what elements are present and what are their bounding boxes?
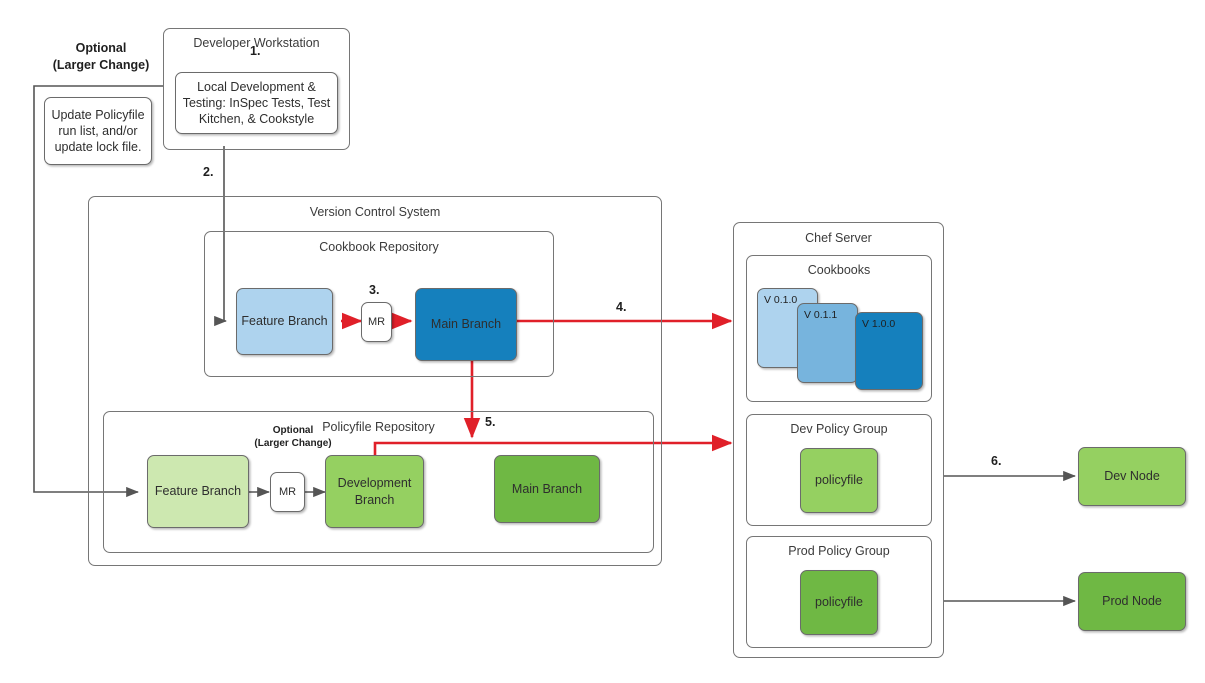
policyfile-repository-container: Policyfile Repository <box>103 411 654 553</box>
cookbook-main-branch[interactable]: Main Branch <box>415 288 517 361</box>
policyfile-optional-line2: (Larger Change) <box>254 438 332 449</box>
local-development-testing-label: Local Development & Testing: InSpec Test… <box>182 79 331 127</box>
dev-policy-group-container: Dev Policy Group <box>746 414 932 526</box>
cookbook-version-0-1-0-label: V 0.1.0 <box>764 294 798 306</box>
update-policyfile-note[interactable]: Update Policyfile run list, and/or updat… <box>44 97 152 165</box>
dev-node-label: Dev Node <box>1104 469 1160 484</box>
prod-policy-group-title: Prod Policy Group <box>788 544 890 558</box>
prod-policyfile-label: policyfile <box>815 595 863 610</box>
chef-server-title: Chef Server <box>805 231 872 245</box>
policyfile-main-branch-label: Main Branch <box>511 481 583 496</box>
cookbook-version-0-1-1[interactable]: V 0.1.1 <box>797 303 858 383</box>
prod-node[interactable]: Prod Node <box>1078 572 1186 631</box>
optional-label-line2: (Larger Change) <box>52 57 150 72</box>
cookbook-merge-request[interactable]: MR <box>361 302 392 342</box>
step-1-label: 1. <box>250 44 261 58</box>
step-6-label: 6. <box>991 454 1002 468</box>
prod-node-label: Prod Node <box>1102 594 1162 609</box>
cookbook-feature-branch-label: Feature Branch <box>241 314 328 329</box>
cookbook-merge-request-label: MR <box>367 315 386 328</box>
developer-workstation-container: Developer Workstation <box>163 28 350 150</box>
step-4-label: 4. <box>616 300 627 314</box>
dev-node[interactable]: Dev Node <box>1078 447 1186 506</box>
optional-larger-change-label: Optional (Larger Change) <box>36 40 166 74</box>
step-2-label: 2. <box>203 165 214 179</box>
update-policyfile-note-label: Update Policyfile run list, and/or updat… <box>51 107 145 155</box>
cookbook-version-1-0-0-label: V 1.0.0 <box>862 318 896 330</box>
policyfile-merge-request[interactable]: MR <box>270 472 305 512</box>
step-5-label: 5. <box>485 415 496 429</box>
cookbook-repository-container: Cookbook Repository <box>204 231 554 377</box>
cookbook-version-0-1-1-label: V 0.1.1 <box>804 309 838 321</box>
cookbooks-title: Cookbooks <box>807 263 871 277</box>
policyfile-development-branch-label: Development Branch <box>337 476 412 507</box>
cookbook-repository-title: Cookbook Repository <box>319 240 439 254</box>
policyfile-optional-line1: Optional <box>272 425 314 436</box>
policyfile-main-branch[interactable]: Main Branch <box>494 455 600 523</box>
policyfile-optional-label: Optional (Larger Change) <box>238 424 348 450</box>
cookbooks-container: Cookbooks <box>746 255 932 402</box>
version-control-system-title: Version Control System <box>309 205 441 219</box>
developer-workstation-title: Developer Workstation <box>193 36 320 50</box>
policyfile-development-branch[interactable]: Development Branch <box>325 455 424 528</box>
policyfile-feature-branch-label: Feature Branch <box>154 484 242 499</box>
dev-policyfile-label: policyfile <box>815 473 863 488</box>
prod-policy-group-container: Prod Policy Group <box>746 536 932 648</box>
optional-label-line1: Optional <box>75 41 127 55</box>
prod-policyfile[interactable]: policyfile <box>800 570 878 635</box>
version-control-system-container: Version Control System <box>88 196 662 566</box>
dev-policyfile[interactable]: policyfile <box>800 448 878 513</box>
cookbook-main-branch-label: Main Branch <box>430 317 502 332</box>
cookbook-version-1-0-0[interactable]: V 1.0.0 <box>855 312 923 390</box>
dev-policy-group-title: Dev Policy Group <box>790 422 888 436</box>
policyfile-repository-title: Policyfile Repository <box>322 420 435 434</box>
policyfile-merge-request-label: MR <box>278 485 297 498</box>
chef-server-container: Chef Server <box>733 222 944 658</box>
cookbook-feature-branch[interactable]: Feature Branch <box>236 288 333 355</box>
local-development-testing-box[interactable]: Local Development & Testing: InSpec Test… <box>175 72 338 134</box>
policyfile-feature-branch[interactable]: Feature Branch <box>147 455 249 528</box>
step-3-label: 3. <box>369 283 380 297</box>
